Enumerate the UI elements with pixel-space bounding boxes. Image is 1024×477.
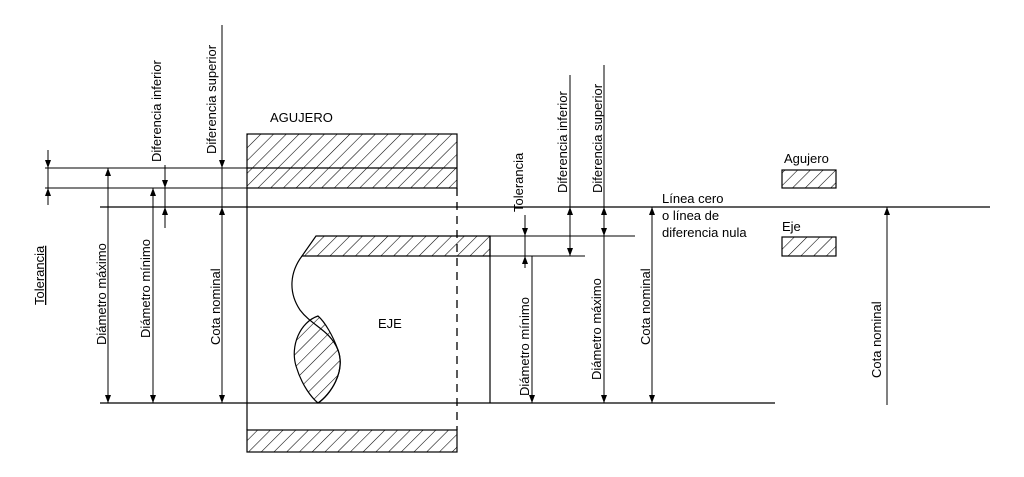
zero-line-label-1: Línea cero [662,191,723,206]
right-dimension [884,207,890,405]
legend-eje-label: Eje [782,219,801,234]
mid-cota-nominal-label: Cota nominal [638,268,653,345]
mid-diametro-maximo-label: Diámetro máximo [589,278,604,380]
title-agujero: AGUJERO [270,110,333,125]
mid-diferencia-superior-label: Diferencia superior [590,83,605,193]
hole-bottom-wall [246,429,458,453]
mid-diametro-minimo-label: Diámetro mínimo [517,297,532,396]
mid-tolerancia-label: Tolerancia [511,152,526,212]
legend-agujero-label: Agujero [784,151,829,166]
zero-line-label-2: o línea de [662,208,719,223]
mid-diferencia-inferior-label: Diferencia inferior [555,90,570,193]
hole-walls [246,133,458,453]
left-diferencia-inferior-label: Diferencia inferior [149,59,164,162]
legend [781,169,837,257]
left-diametro-maximo-label: Diámetro máximo [94,243,109,345]
shaft-top-band [300,235,491,257]
middle-dimensions [522,65,655,403]
hole-top-wall [246,133,458,189]
left-cota-nominal-label: Cota nominal [208,268,223,345]
shaft-break-section [293,315,341,404]
legend-agujero-swatch [781,169,837,189]
legend-eje-swatch [781,236,837,257]
left-diferencia-superior-label: Diferencia superior [204,44,219,154]
left-dimensions [45,25,225,403]
label-eje-center: EJE [378,316,402,331]
right-cota-nominal-label: Cota nominal [869,301,884,378]
reference-lines [45,167,990,404]
left-diametro-minimo-label: Diámetro mínimo [138,239,153,338]
zero-line-label-3: diferencia nula [662,225,747,240]
left-tolerancia-label: Tolerancia [32,245,47,305]
